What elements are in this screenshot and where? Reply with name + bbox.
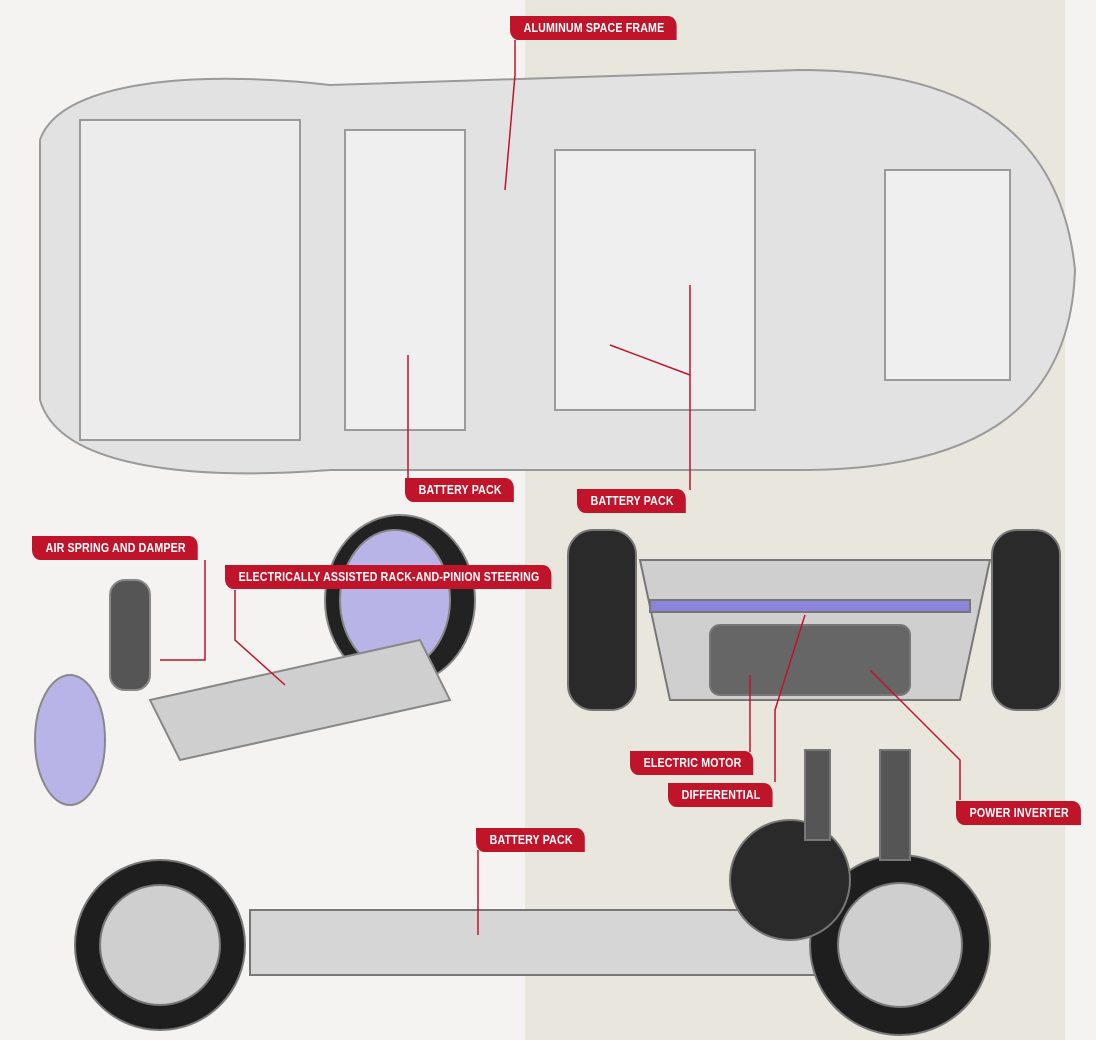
front-suspension — [34, 514, 476, 806]
label-electric-motor: ELECTRIC MOTOR — [630, 751, 754, 775]
label-battery-pack-rear: BATTERY PACK — [577, 489, 686, 513]
label-aluminum-space-frame: ALUMINUM SPACE FRAME — [510, 16, 677, 40]
battery-skateboard — [74, 749, 991, 1036]
label-steering: ELECTRICALLY ASSISTED RACK-AND-PINION ST… — [225, 565, 552, 589]
label-battery-pack-skateboard: BATTERY PACK — [476, 828, 585, 852]
label-air-spring-damper: AIR SPRING AND DAMPER — [32, 536, 198, 560]
label-battery-pack-front: BATTERY PACK — [405, 478, 514, 502]
label-power-inverter: POWER INVERTER — [956, 801, 1081, 825]
leader-lines — [160, 40, 961, 935]
rear-drive-unit — [567, 529, 1061, 711]
label-differential: DIFFERENTIAL — [668, 783, 773, 807]
space-frame-top-view — [39, 68, 1077, 475]
